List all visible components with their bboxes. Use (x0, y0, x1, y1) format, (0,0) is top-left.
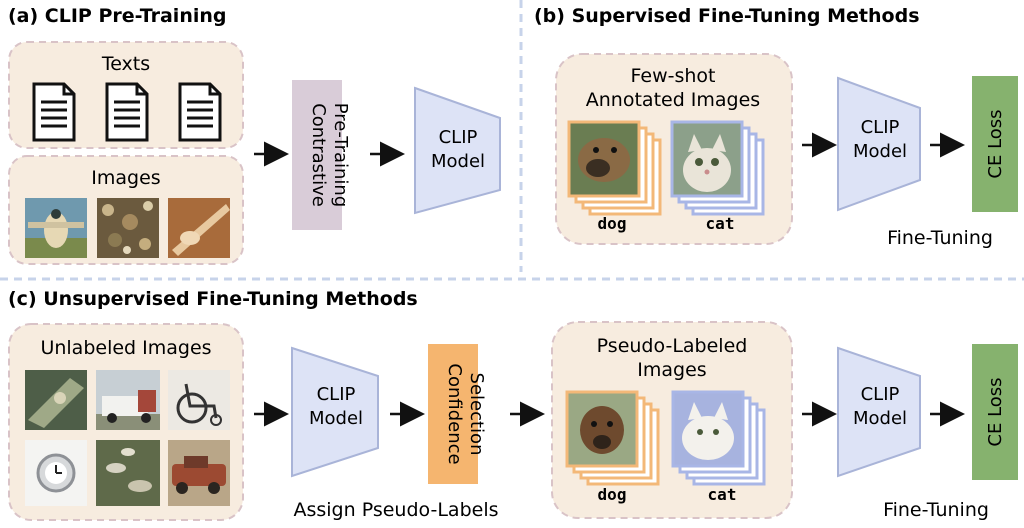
cat-image-stack (670, 120, 765, 216)
ce-loss-label: CE Loss (985, 377, 1006, 446)
confidence-selection-box (428, 344, 478, 484)
bird-image (25, 370, 87, 430)
panel-a-title: (a) CLIP Pre-Training (8, 5, 226, 27)
contrastive-label-2: Pre-Training (330, 103, 351, 207)
leaves-image (97, 198, 159, 258)
document-icon (32, 82, 76, 142)
document-icon (105, 82, 149, 142)
panel-c-title: (c) Unsupervised Fine-Tuning Methods (8, 288, 418, 310)
unlabeled-label: Unlabeled Images (40, 337, 211, 359)
fine-tuning-label: Fine-Tuning (883, 499, 989, 521)
document-icon (178, 82, 222, 142)
cat-label: cat (706, 214, 735, 233)
contrastive-label-1: Contrastive (308, 103, 329, 207)
clip-label: CLIP (861, 384, 900, 405)
clip-model-shape (837, 76, 921, 212)
panel-b-title: (b) Supervised Fine-Tuning Methods (534, 5, 920, 27)
ce-loss-label: CE Loss (985, 109, 1006, 178)
cat-image-stack (671, 390, 766, 486)
dog-image-stack (565, 390, 660, 486)
images-label: Images (91, 167, 160, 189)
model-label: Model (309, 408, 363, 429)
confidence-label-2: Selection (466, 373, 487, 456)
wheelchair-image (168, 370, 230, 430)
dog-image-stack (567, 120, 662, 216)
mushroom-image (96, 440, 160, 506)
texts-label: Texts (101, 53, 150, 75)
dog-label: dog (598, 214, 627, 233)
clip-label: CLIP (317, 384, 356, 405)
contrastive-pretraining-box (292, 80, 342, 230)
clip-model-shape (414, 86, 501, 215)
dog-label: dog (598, 485, 627, 504)
watch-image (25, 440, 87, 506)
model-label: Model (431, 151, 485, 172)
airplane-image (25, 198, 87, 258)
clip-model-shape (837, 346, 921, 478)
clip-label: CLIP (439, 127, 478, 148)
ce-loss-box (972, 344, 1018, 480)
model-label: Model (853, 141, 907, 162)
clip-label: CLIP (861, 117, 900, 138)
ce-loss-box (972, 76, 1018, 212)
clip-model-shape (291, 346, 379, 478)
confidence-label-1: Confidence (444, 363, 465, 464)
old-car-image (168, 440, 230, 506)
paint-image (168, 198, 230, 258)
cat-label: cat (708, 485, 737, 504)
fewshot-label-2: Annotated Images (586, 89, 760, 111)
pseudo-label-1: Pseudo-Labeled (597, 335, 748, 357)
assign-pseudo-labels-label: Assign Pseudo-Labels (293, 499, 498, 521)
pseudo-label-2: Images (637, 359, 706, 381)
truck-image (96, 370, 160, 430)
model-label: Model (853, 408, 907, 429)
fine-tuning-label: Fine-Tuning (887, 227, 993, 249)
fewshot-label-1: Few-shot (631, 65, 716, 87)
